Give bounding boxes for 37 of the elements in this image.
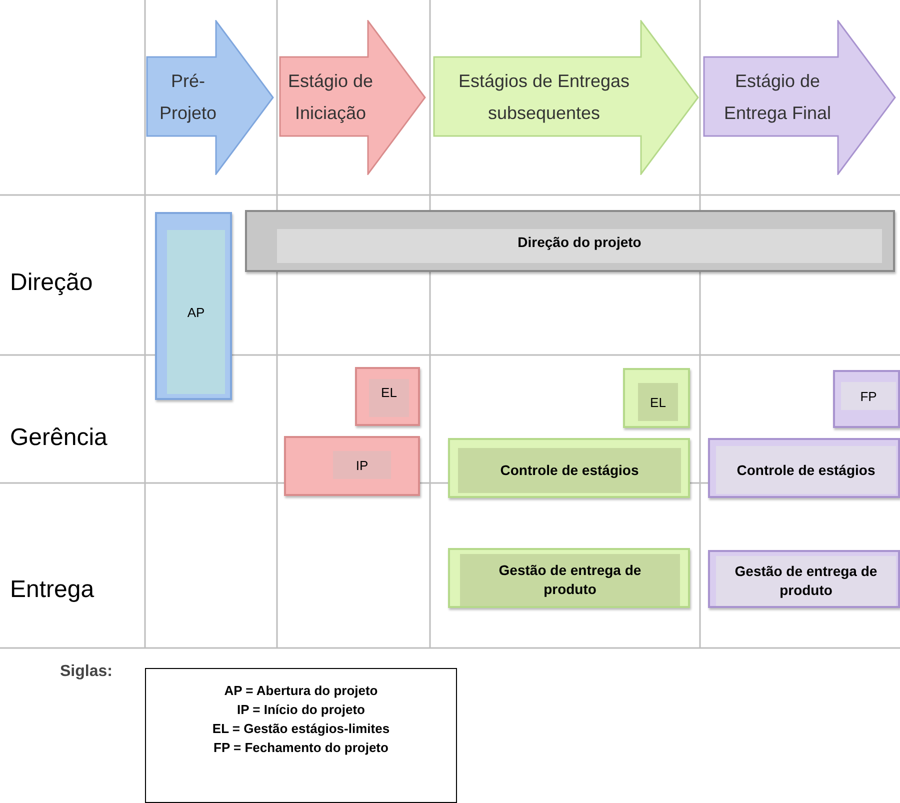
row-heading: Direção <box>10 268 93 298</box>
activity-box <box>284 436 420 496</box>
activity-box <box>355 367 420 426</box>
acronym-definition: AP = Abertura do projeto <box>224 682 378 700</box>
activity-label: Direção do projeto <box>518 233 642 252</box>
activity-box <box>833 370 900 428</box>
process-step <box>433 20 699 175</box>
process-step <box>146 20 274 175</box>
activity-box <box>623 368 690 428</box>
acronym-definition: IP = Início do projeto <box>237 701 365 719</box>
process-step <box>703 20 896 175</box>
acronym-definition: FP = Fechamento do projeto <box>214 739 388 757</box>
acronym-definition: EL = Gestão estágios-limites <box>212 720 390 738</box>
stage-label: Estágio de Entrega Final <box>722 70 832 125</box>
activity-label: Controle de estágios <box>736 460 876 480</box>
activity-label: Gestão de entrega de produto <box>498 561 642 599</box>
process-step <box>279 20 426 175</box>
legend-box <box>145 668 457 803</box>
activity-box <box>708 438 900 498</box>
stage-label: Estágio de Iniciação <box>286 70 374 125</box>
stage-label: Estágios de Entregas subsequentes <box>457 70 631 125</box>
activity-box <box>708 550 900 608</box>
row-heading: Gerência <box>10 423 108 453</box>
activity-label: AP <box>187 304 205 322</box>
activity-label: EL <box>650 394 666 412</box>
legend-title: Siglas: <box>60 662 112 682</box>
activity-box <box>245 210 895 272</box>
activity-box <box>155 212 232 400</box>
row-heading: Entrega <box>10 575 94 605</box>
activity-label: Controle de estágios <box>500 461 639 480</box>
activity-label: EL <box>381 384 397 402</box>
activity-box <box>448 548 690 608</box>
activity-label: Gestão de entrega de produto <box>734 562 878 600</box>
activity-label: IP <box>356 456 368 474</box>
stage-label: Pré- Projeto <box>158 70 218 125</box>
activity-label: FP <box>860 388 877 406</box>
activity-box <box>448 438 690 498</box>
